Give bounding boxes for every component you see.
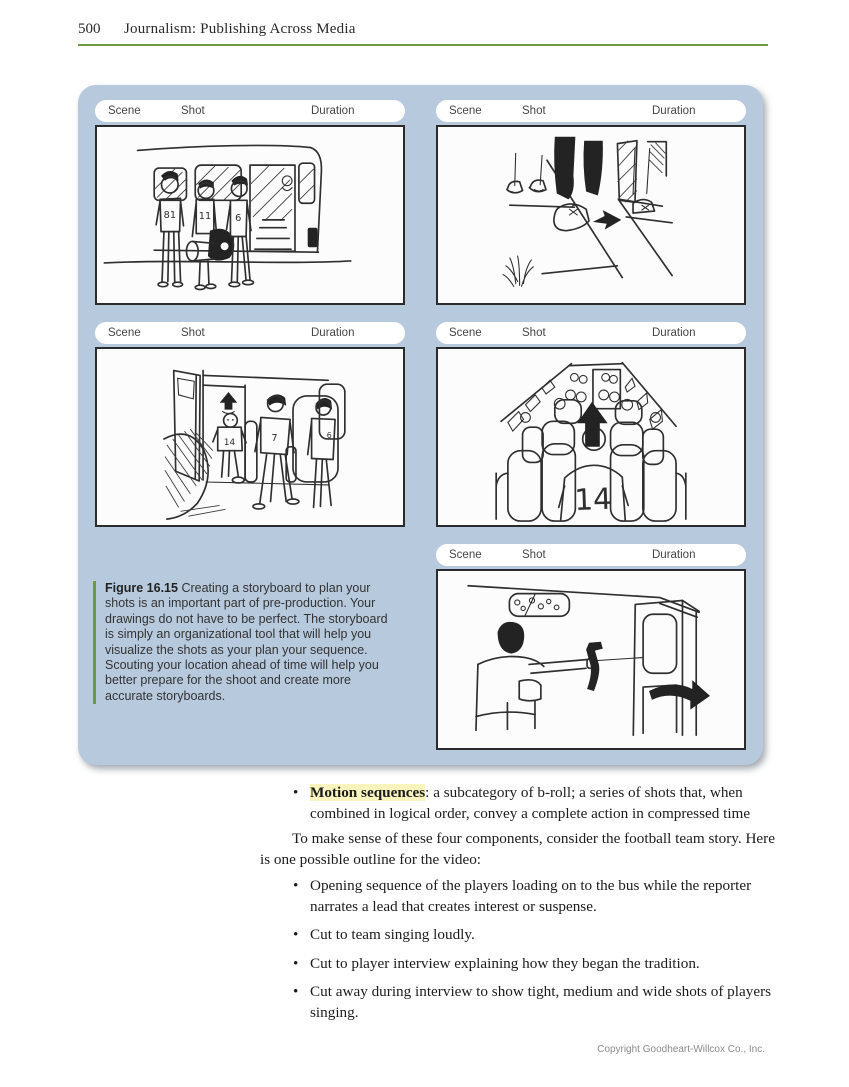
jersey-number: 7 bbox=[271, 433, 277, 444]
jersey-number: 14 bbox=[224, 438, 236, 448]
jersey-number: 6 bbox=[235, 213, 241, 224]
figure-caption-label: Figure 16.15 bbox=[105, 581, 178, 595]
scene-label: Scene bbox=[449, 105, 482, 117]
duration-label: Duration bbox=[652, 105, 696, 117]
storyboard-header: Scene Shot Duration bbox=[436, 322, 746, 344]
duration-label: Duration bbox=[652, 549, 696, 561]
list-item: • Cut away during interview to show tigh… bbox=[260, 982, 784, 1023]
storyboard-frame bbox=[436, 125, 746, 305]
jersey-number: 81 bbox=[164, 210, 176, 221]
header-rule bbox=[78, 44, 768, 46]
driver-closing-door-sketch bbox=[467, 584, 710, 737]
figure-caption: Figure 16.15 Creating a storyboard to pl… bbox=[93, 581, 393, 705]
shot-label: Shot bbox=[522, 327, 546, 339]
jersey-number: 14 bbox=[574, 482, 612, 517]
scene-label: Scene bbox=[449, 327, 482, 339]
players-walking-aisle-sketch: 14 7 6 bbox=[163, 369, 346, 520]
list-item: • Cut to team singing loudly. bbox=[260, 925, 784, 946]
storyboard-frame: 14 bbox=[436, 347, 746, 527]
term-bullet-list: • Motion sequences: a subcategory of b-r… bbox=[260, 783, 784, 824]
term-definition: : a subcategory of b-roll; a series of s… bbox=[310, 784, 751, 822]
storyboard-header: Scene Shot Duration bbox=[95, 100, 405, 122]
outline-item-text: Cut to team singing loudly. bbox=[310, 926, 475, 943]
scene-label: Scene bbox=[449, 549, 482, 561]
outline-item-text: Opening sequence of the players loading … bbox=[310, 877, 752, 915]
page-number: 500 bbox=[78, 21, 101, 37]
outline-item-text: Cut away during interview to show tight,… bbox=[310, 983, 772, 1021]
bullet-marker: • bbox=[293, 983, 299, 1000]
intro-paragraph: To make sense of these four components, … bbox=[260, 830, 775, 868]
players-boarding-bus-sketch: 81 11 6 bbox=[103, 144, 352, 291]
body-text: • Motion sequences: a subcategory of b-r… bbox=[260, 783, 784, 1031]
jersey-number: 6 bbox=[327, 431, 332, 440]
figure-caption-text: Creating a storyboard to plan your shots… bbox=[105, 581, 388, 703]
figure-panel: Scene Shot Duration Scene Shot Duration … bbox=[78, 85, 763, 765]
duration-label: Duration bbox=[311, 327, 355, 339]
shot-label: Shot bbox=[522, 105, 546, 117]
shot-label: Shot bbox=[181, 327, 205, 339]
list-item: • Opening sequence of the players loadin… bbox=[260, 876, 784, 917]
running-head: Journalism: Publishing Across Media bbox=[124, 21, 356, 37]
list-item: • Cut to player interview explaining how… bbox=[260, 954, 784, 975]
bullet-marker: • bbox=[293, 784, 299, 801]
duration-label: Duration bbox=[311, 105, 355, 117]
copyright-notice: Copyright Goodheart-Willcox Co., Inc. bbox=[597, 1044, 765, 1055]
bullet-marker: • bbox=[293, 877, 299, 894]
highlighted-term: Motion sequences bbox=[310, 784, 426, 801]
list-item: • Motion sequences: a subcategory of b-r… bbox=[260, 783, 784, 824]
bullet-marker: • bbox=[293, 954, 299, 972]
closeup-feet-sketch bbox=[502, 136, 673, 287]
jersey-number: 11 bbox=[199, 211, 211, 222]
outline-bullet-list: • Opening sequence of the players loadin… bbox=[260, 876, 784, 1023]
bullet-marker: • bbox=[293, 926, 299, 943]
storyboard-header: Scene Shot Duration bbox=[436, 544, 746, 566]
storyboard-header: Scene Shot Duration bbox=[436, 100, 746, 122]
scene-label: Scene bbox=[108, 327, 141, 339]
shot-label: Shot bbox=[181, 105, 205, 117]
duration-label: Duration bbox=[652, 327, 696, 339]
outline-item-text: Cut to player interview explaining how t… bbox=[310, 954, 700, 972]
shot-label: Shot bbox=[522, 549, 546, 561]
storyboard-frame bbox=[436, 569, 746, 750]
team-seated-rear-sketch: 14 bbox=[495, 361, 687, 522]
storyboard-frame: 81 11 6 bbox=[95, 125, 405, 305]
storyboard-frame: 14 7 6 bbox=[95, 347, 405, 527]
scene-label: Scene bbox=[108, 105, 141, 117]
storyboard-header: Scene Shot Duration bbox=[95, 322, 405, 344]
